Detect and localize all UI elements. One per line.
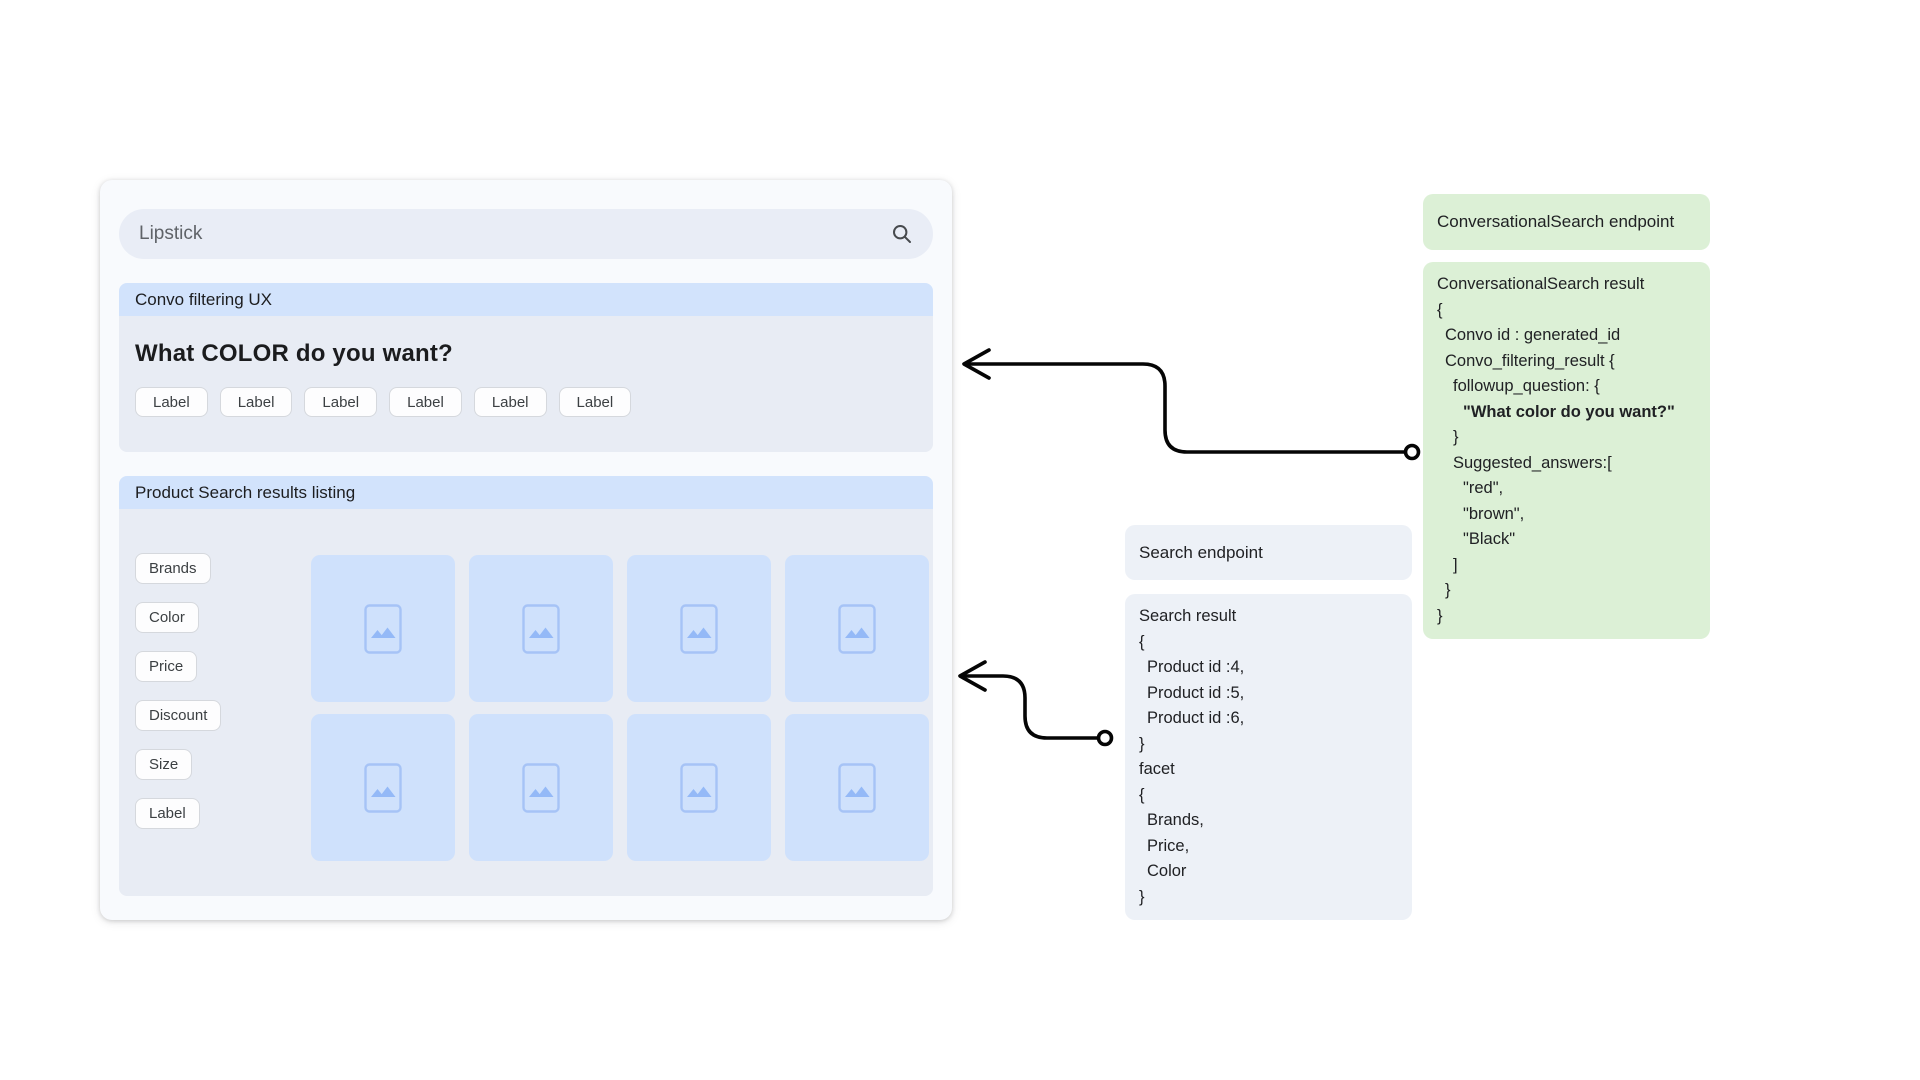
connector-dot xyxy=(1403,443,1421,461)
code-line: Price, xyxy=(1147,836,1190,855)
answer-chip[interactable]: Label xyxy=(135,387,208,417)
facet-chip-size[interactable]: Size xyxy=(135,749,193,780)
product-card-placeholder[interactable] xyxy=(311,714,455,861)
answer-chip[interactable]: Label xyxy=(219,387,293,417)
facet-chip-price[interactable]: Price xyxy=(135,651,198,682)
product-card-placeholder[interactable] xyxy=(785,555,929,702)
code-line: Convo_filtering_result { xyxy=(1445,351,1615,370)
conversational-search-endpoint-box: ConversationalSearch endpoint xyxy=(1423,194,1710,250)
search-result-code: {Product id :4,Product id :5,Product id … xyxy=(1139,630,1398,911)
product-banner-label: Product Search results listing xyxy=(135,482,356,502)
code-line: "What color do you want?" xyxy=(1463,402,1675,421)
code-line: Product id :4, xyxy=(1147,658,1245,676)
code-line: } xyxy=(1453,428,1459,446)
image-placeholder-icon xyxy=(364,762,402,813)
code-line: { xyxy=(1139,632,1145,651)
product-card-placeholder[interactable] xyxy=(627,714,771,861)
search-endpoint-box: Search endpoint xyxy=(1125,525,1412,580)
code-line: } xyxy=(1437,606,1443,625)
callout-title: ConversationalSearch endpoint xyxy=(1437,212,1675,231)
facet-chip-color[interactable]: Color xyxy=(135,602,199,633)
code-line: followup_question: { xyxy=(1453,377,1600,395)
code-line: Color xyxy=(1147,862,1187,880)
followup-question-heading: What COLOR do you want? xyxy=(135,340,453,367)
product-section-banner: Product Search results listing xyxy=(119,476,933,509)
code-line: "brown", xyxy=(1463,504,1525,523)
code-line: } xyxy=(1139,734,1145,753)
image-placeholder-icon xyxy=(522,762,560,813)
code-line: "red", xyxy=(1463,479,1504,497)
convo-section-banner: Convo filtering UX xyxy=(119,283,933,316)
code-line: Product id :5, xyxy=(1147,683,1245,702)
arrowhead-icon xyxy=(962,348,991,380)
facet-chip-label[interactable]: Label xyxy=(135,798,200,829)
connector-dot xyxy=(1096,729,1114,747)
product-grid xyxy=(311,555,929,861)
image-placeholder-icon xyxy=(680,603,718,654)
answer-chip[interactable]: Label xyxy=(558,387,632,417)
image-placeholder-icon xyxy=(522,603,560,654)
product-card-placeholder[interactable] xyxy=(785,714,929,861)
code-line: { xyxy=(1139,785,1145,804)
arrowhead-icon xyxy=(958,660,987,692)
answer-chip[interactable]: Label xyxy=(304,387,378,417)
image-placeholder-icon xyxy=(680,762,718,813)
connector-line xyxy=(966,362,1404,454)
product-card-placeholder[interactable] xyxy=(469,555,613,702)
code-line: Convo id : generated_id xyxy=(1445,326,1621,344)
convo-banner-label: Convo filtering UX xyxy=(135,289,273,309)
conversational-search-result-box: ConversationalSearch result {Convo id : … xyxy=(1423,262,1710,639)
callout-title: Search endpoint xyxy=(1139,542,1263,562)
image-placeholder-icon xyxy=(838,603,876,654)
code-line: Product id :6, xyxy=(1147,709,1245,727)
image-placeholder-icon xyxy=(838,762,876,813)
code-line: } xyxy=(1445,581,1451,599)
facet-chip-brands[interactable]: Brands xyxy=(135,553,211,584)
facet-chip-discount[interactable]: Discount xyxy=(135,700,222,731)
connector-line xyxy=(962,674,1097,740)
code-line: ] xyxy=(1453,555,1458,574)
answer-chip[interactable]: Label xyxy=(473,387,547,417)
search-query-text: Lipstick xyxy=(139,223,203,244)
arrow-convo-result-to-ui xyxy=(962,348,1421,461)
code-line: "Black" xyxy=(1463,530,1516,548)
callout-title: Search result xyxy=(1139,607,1237,625)
code-line: facet xyxy=(1139,760,1175,778)
answer-chip[interactable]: Label xyxy=(389,387,462,417)
product-card-placeholder[interactable] xyxy=(311,555,455,702)
code-line: Brands, xyxy=(1147,811,1204,829)
search-input[interactable]: Lipstick xyxy=(119,209,933,259)
product-card-placeholder[interactable] xyxy=(627,555,771,702)
callout-title: ConversationalSearch result xyxy=(1437,275,1645,293)
image-placeholder-icon xyxy=(364,603,402,654)
code-line: Suggested_answers:[ xyxy=(1453,453,1612,472)
product-card-placeholder[interactable] xyxy=(469,714,613,861)
code-line: } xyxy=(1139,887,1145,906)
arrow-search-result-to-ui xyxy=(958,660,1114,747)
search-ui-mockup: Lipstick Convo filtering UX What COLOR d… xyxy=(100,180,952,920)
search-result-box: Search result {Product id :4,Product id … xyxy=(1125,594,1412,920)
suggested-answer-chips: Label Label Label Label Label Label xyxy=(135,387,632,417)
code-line: { xyxy=(1437,300,1443,319)
search-icon[interactable] xyxy=(891,223,913,245)
